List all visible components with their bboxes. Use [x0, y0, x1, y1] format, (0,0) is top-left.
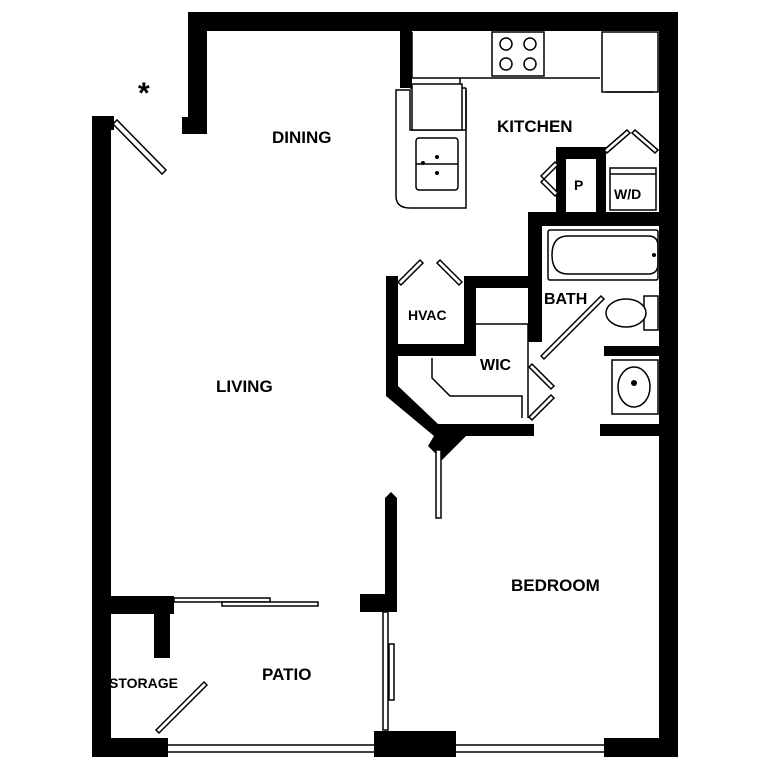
room-label-wic: WIC: [480, 357, 512, 374]
room-label-living: LIVING: [216, 377, 273, 396]
refrigerator-icon: [601, 31, 659, 93]
stove-icon: [491, 31, 545, 77]
room-label-bedroom: BEDROOM: [511, 576, 600, 595]
room-label-dining: DINING: [272, 128, 332, 147]
room-label-bath: BATH: [544, 291, 587, 308]
bathroom-sink-icon: [611, 359, 659, 415]
patio-storage-area: [92, 596, 604, 753]
compass-marker: *: [138, 77, 150, 110]
hvac-wic-area: [386, 258, 556, 460]
pantry-washer-area: [528, 128, 660, 226]
room-label-storage: STORAGE: [109, 675, 178, 691]
exterior-walls: [92, 12, 678, 757]
bathtub-icon: [547, 229, 659, 281]
room-label-washer-dryer: W/D: [614, 186, 641, 202]
entry-door: [111, 118, 168, 176]
bedroom-partition: [360, 449, 442, 731]
room-label-hvac: HVAC: [408, 307, 447, 323]
room-label-patio: PATIO: [262, 665, 311, 684]
kitchen-area: [395, 28, 659, 209]
kitchen-sink-icon: [415, 137, 459, 191]
toilet-icon: [605, 295, 659, 331]
room-label-kitchen: KITCHEN: [497, 117, 573, 136]
room-label-pantry: P: [574, 177, 583, 193]
